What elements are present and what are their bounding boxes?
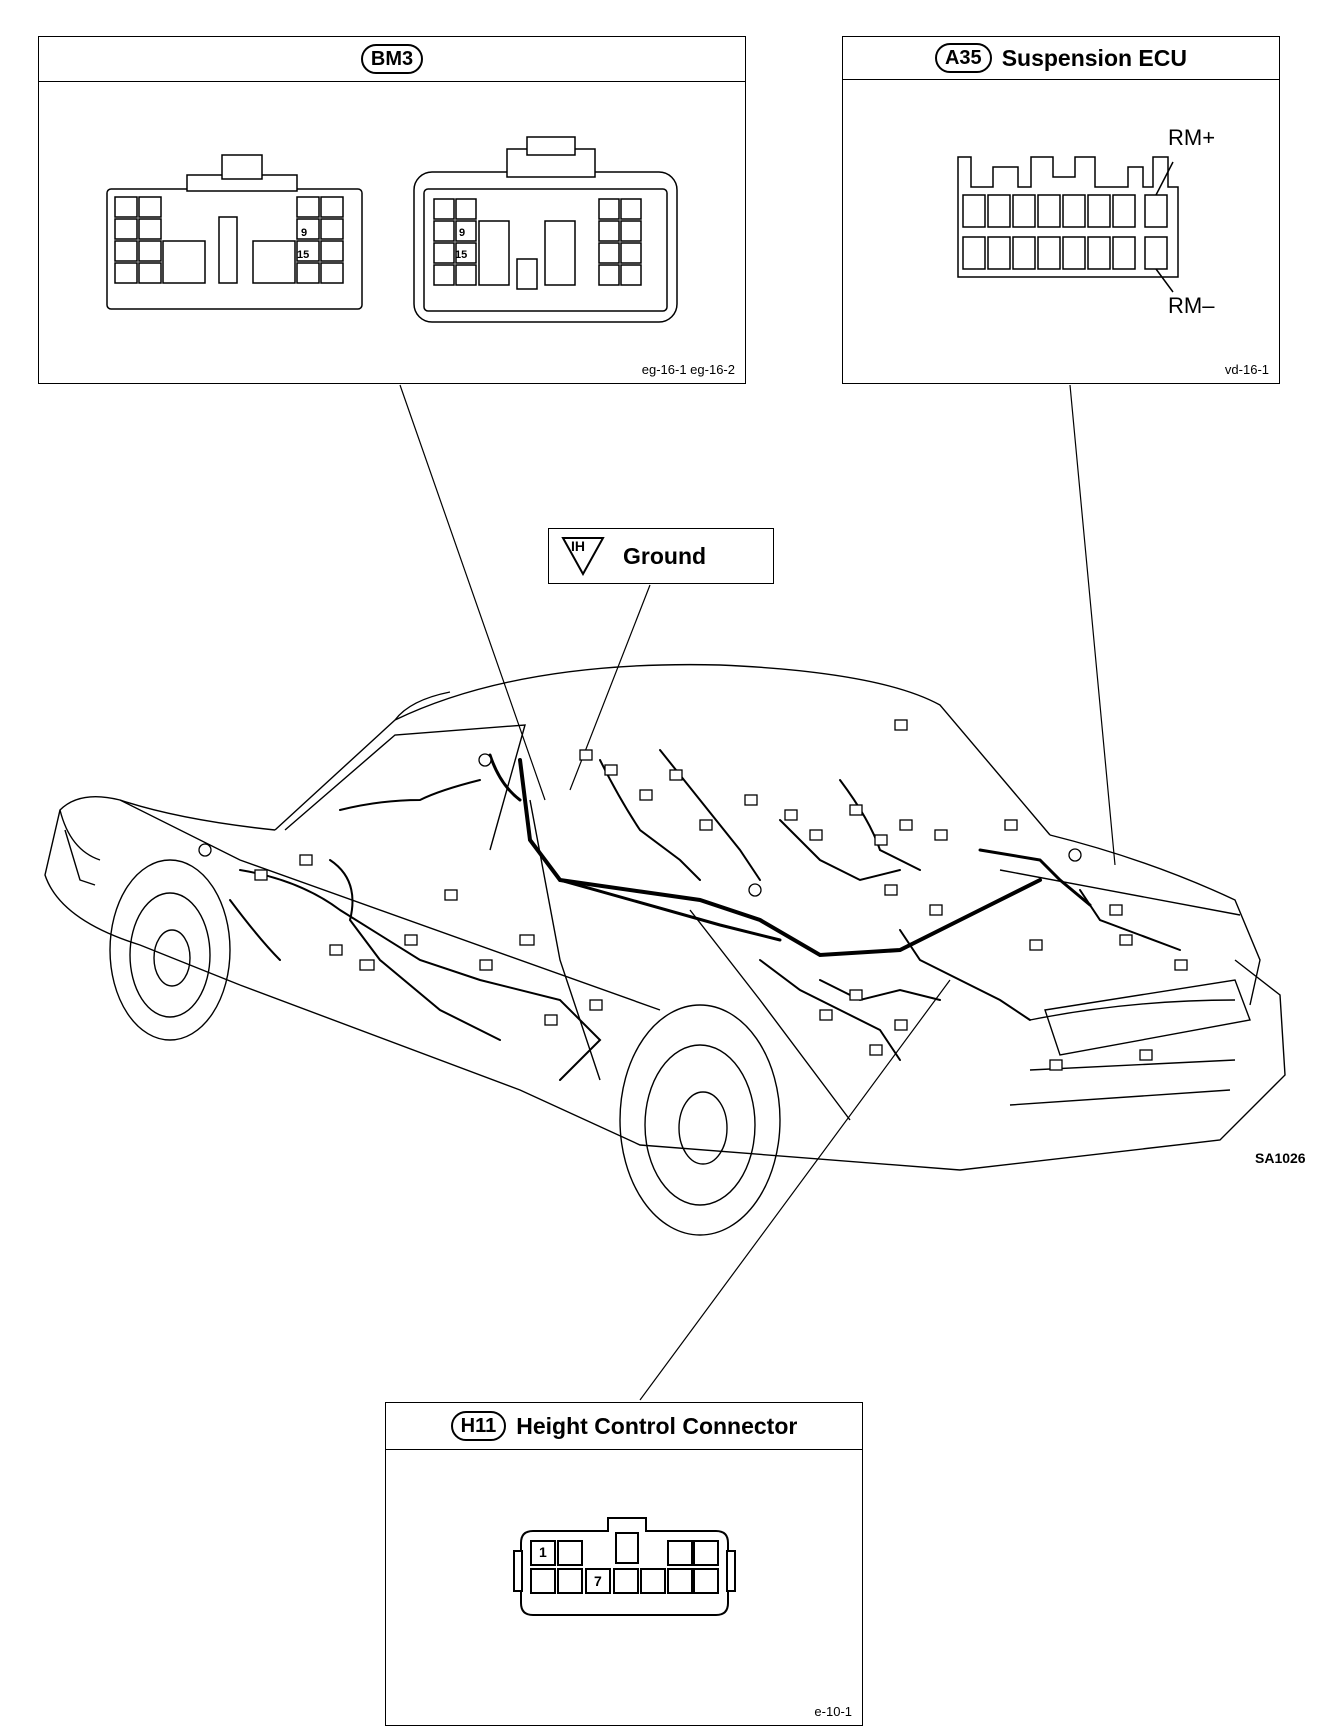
leader-line-a35 [1069,384,1116,866]
bm3-pin-9-left: 9 [301,227,308,239]
ground-title: Ground [623,542,707,569]
a35-connector-drawing [957,156,1179,293]
h11-tag: H11 [450,1411,507,1441]
h11-header: H11 Height Control Connector [386,1403,862,1450]
bm3-tag: BM3 [360,44,424,74]
a35-tag: A35 [934,43,992,73]
ground-code: IH [571,538,585,554]
wiring-harness [229,749,1181,1081]
bm3-reference: eg-16-1 eg-16-2 [641,362,735,377]
ground-triangle-icon [561,537,605,576]
harness-connectors [198,719,1188,1071]
leader-line-bm3 [399,384,546,801]
a35-connector-panel: A35 Suspension ECU RM+ RM– vd-16-1 [842,36,1280,384]
rm-minus-label: RM– [1168,293,1215,318]
rm-plus-label: RM+ [1168,125,1216,150]
car-illustration [44,663,1286,1236]
ground-label-box: IH Ground [548,528,774,584]
leader-line-h11 [639,979,951,1401]
bm3-header: BM3 [39,37,745,82]
bm3-pin-9-right: 9 [459,227,466,239]
h11-reference: e-10-1 [814,1704,852,1719]
bm3-pin-15-left: 15 [297,249,310,261]
bm3-connector-panel: BM3 [38,36,746,384]
h11-pin-7: 7 [594,1573,602,1589]
figure-code: SA1026 [1255,1150,1306,1166]
h11-connector-drawing [513,1517,736,1616]
a35-header: A35 Suspension ECU [843,37,1279,80]
h11-pin-1: 1 [539,1544,547,1560]
bm3-pin-15-right: 15 [455,249,468,261]
a35-reference: vd-16-1 [1224,362,1269,377]
bm3-connector-drawings [106,136,678,323]
h11-connector-panel: H11 Height Control Connector 1 7 e-10-1 [385,1402,863,1726]
leader-lines [399,384,1116,1401]
a35-title: Suspension ECU [1001,44,1187,71]
h11-title: Height Control Connector [516,1412,798,1439]
